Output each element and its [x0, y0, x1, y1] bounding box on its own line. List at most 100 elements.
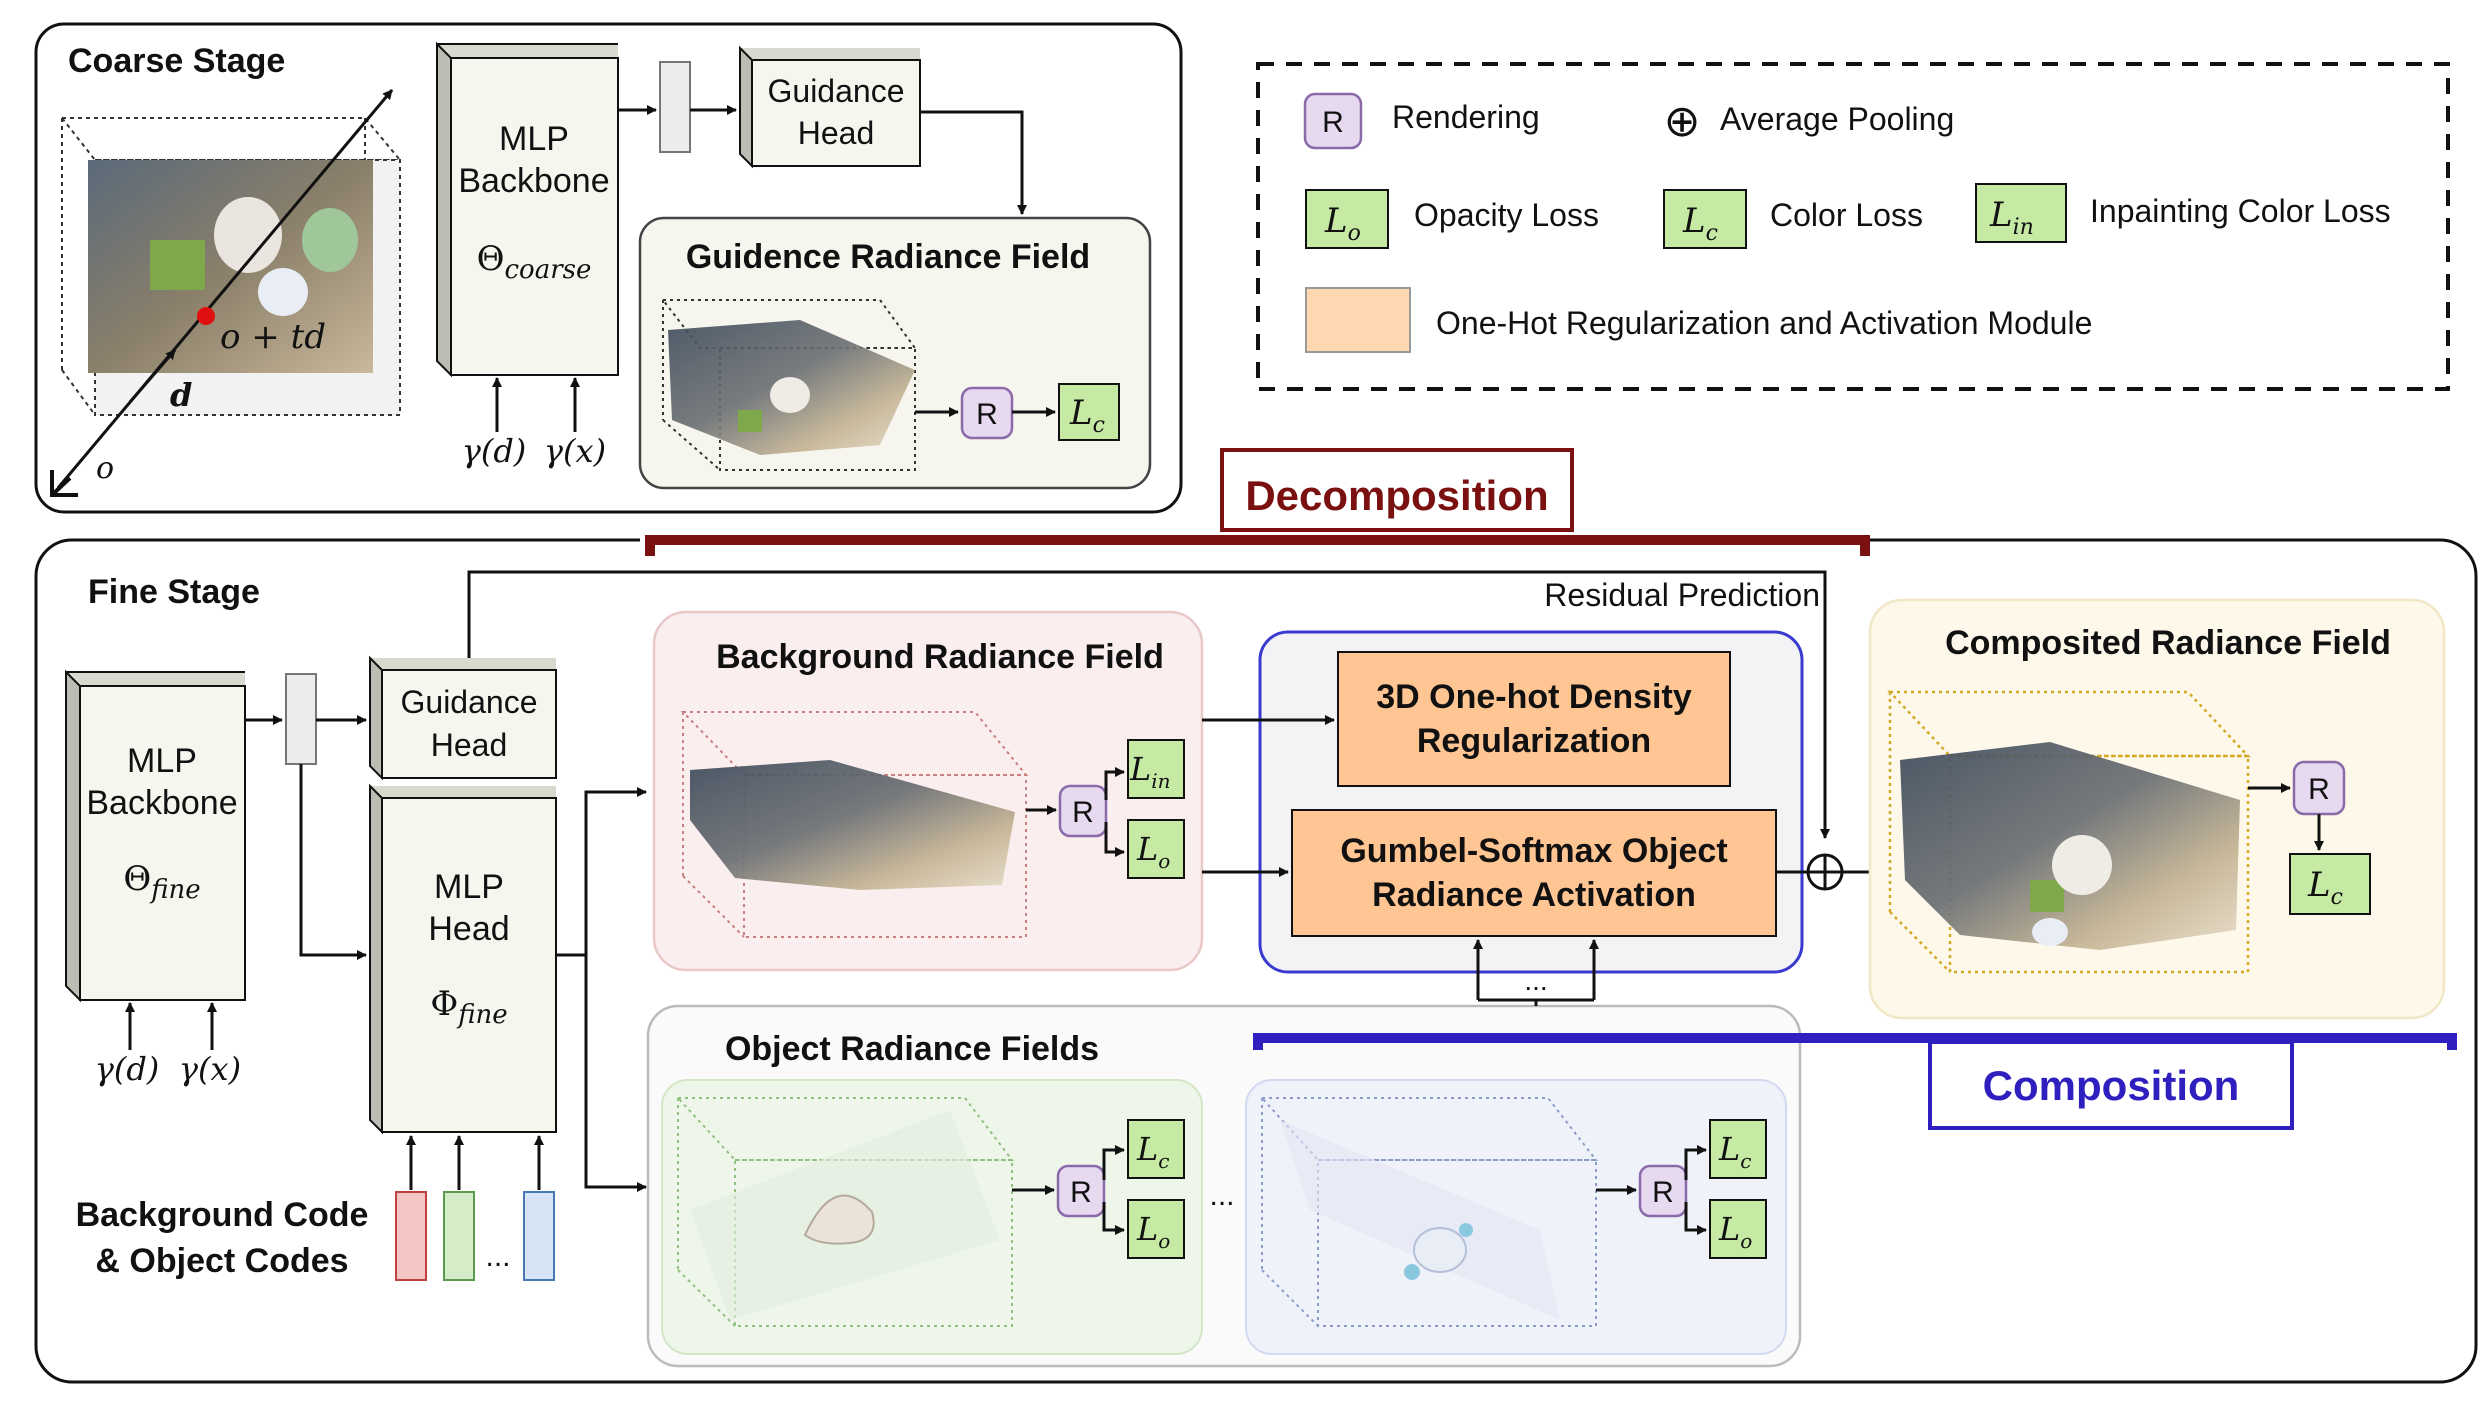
coarse-feature-vector: [659, 61, 691, 153]
codes-label-2: & Object Codes: [95, 1242, 348, 1280]
coarse-mlp-backbone: MLP Backbone Θcoarse γ(d) γ(x): [436, 41, 619, 470]
obj1-color-loss-label: Lc: [1136, 1130, 1169, 1173]
fine-mlp-backbone: MLP Backbone Θfine γ(d) γ(x): [65, 669, 246, 1088]
onehot-density-box: [1337, 651, 1731, 787]
composited-radiance-field: Composited Radiance Field R Lc: [1868, 598, 2446, 1020]
object-field-n: R Lc Lo: [1245, 1079, 1787, 1355]
fine-mlp-head: MLP Head Φfine: [369, 783, 557, 1135]
obj1-opacity-loss-label: Lo: [1136, 1210, 1170, 1253]
coarse-render-symbol: R: [976, 398, 998, 431]
object-radiance-fields: Object Radiance Fields R Lc Lo ...: [646, 1004, 1802, 1368]
scene-box: [59, 117, 403, 416]
coarse-color-loss: [1058, 383, 1120, 441]
bg-opacity-loss: [1127, 819, 1185, 879]
legend-onehot-label: One-Hot Regularization and Activation Mo…: [1436, 305, 2092, 341]
object-fields-title: Object Radiance Fields: [725, 1030, 1099, 1068]
coarse-gamma-d: γ(d): [462, 432, 527, 470]
obj1-render-node: [1056, 1164, 1106, 1218]
legend-onehot-module: One-Hot Regularization and Activation Mo…: [1305, 287, 2092, 353]
average-pooling-icon: ⊕: [1664, 97, 1701, 146]
legend-color-loss: Lc Color Loss: [1663, 189, 1923, 249]
objn-color-loss: [1709, 1119, 1767, 1179]
residual-prediction-label: Residual Prediction: [1544, 577, 1820, 613]
guidance-field-title: Guidence Radiance Field: [686, 238, 1090, 276]
fine-guidance-head: Guidance Head: [369, 655, 557, 781]
gumbel-label-2: Radiance Activation: [1372, 876, 1696, 914]
fine-theta: Θfine: [123, 859, 200, 905]
legend-inpainting-loss: Lin Inpainting Color Loss: [1975, 183, 2391, 243]
objects-ellipsis: ...: [1209, 1179, 1234, 1212]
gumbel-label-1: Gumbel-Softmax Object: [1340, 832, 1727, 870]
composition-bracket: Composition: [1253, 1033, 2457, 1130]
bg-render-symbol: R: [1072, 796, 1094, 829]
obj1-opacity-loss: [1127, 1199, 1185, 1259]
objn-color-loss-label: Lc: [1718, 1130, 1751, 1173]
legend-box: R Rendering ⊕ Average Pooling Lo Opacity…: [1256, 62, 2450, 391]
bg-render-node: [1058, 784, 1108, 838]
average-pooling-node: [1806, 853, 1844, 891]
fine-feature-vector: [285, 673, 317, 765]
obj1-color-loss: [1127, 1119, 1185, 1179]
legend-render-label: Rendering: [1392, 99, 1540, 135]
camera-icon: [50, 470, 78, 497]
composited-field-title: Composited Radiance Field: [1945, 624, 2391, 662]
onehot-label-1: 3D One-hot Density: [1376, 678, 1692, 716]
legend-rendering: R Rendering: [1303, 92, 1540, 150]
fine-guidance-label-1: Guidance: [401, 684, 538, 720]
coarse-stage-title: Coarse Stage: [68, 42, 285, 80]
coarse-stage-panel: Coarse Stage o + td d o: [34, 22, 1183, 514]
codes-ellipsis: ...: [485, 1240, 510, 1273]
comp-render-symbol: R: [2308, 773, 2330, 806]
obj1-render-symbol: R: [1070, 1176, 1092, 1209]
camera-ray: o + td d o: [50, 89, 394, 497]
object-code-1: [443, 1191, 475, 1281]
bg-opacity-loss-label: Lo: [1136, 830, 1170, 873]
background-radiance-field: Background Radiance Field R Lin Lo: [652, 610, 1204, 972]
fine-mlp-label-1: MLP: [127, 742, 197, 780]
origin-label: o: [96, 451, 114, 486]
legend-color-symbol: Lc: [1682, 201, 1718, 246]
background-code: [395, 1191, 427, 1281]
composition-label: Composition: [1983, 1062, 2240, 1109]
legend-opacity-label: Opacity Loss: [1414, 197, 1599, 233]
guidance-radiance-field: Guidence Radiance Field R Lc: [638, 216, 1152, 490]
coarse-guidance-label-1: Guidance: [768, 73, 905, 109]
fine-head-label-1: MLP: [434, 868, 504, 906]
coarse-guidance-label-2: Head: [798, 115, 875, 151]
fine-stage-title: Fine Stage: [88, 573, 260, 611]
sample-point: [197, 307, 215, 325]
comp-color-loss: [2289, 853, 2371, 915]
legend-inpaint-label: Inpainting Color Loss: [2090, 193, 2391, 229]
legend-inpaint-symbol: Lin: [1989, 195, 2034, 240]
coarse-theta: Θcoarse: [477, 239, 592, 285]
onehot-label-2: Regularization: [1417, 722, 1651, 760]
legend-pooling-label: Average Pooling: [1720, 101, 1954, 137]
coarse-guidance-head: Guidance Head: [739, 45, 921, 169]
objn-opacity-loss-label: Lo: [1718, 1210, 1752, 1253]
fine-head-label-2: Head: [428, 910, 509, 948]
comp-color-loss-label: Lc: [2307, 865, 2343, 910]
onehot-module: 3D One-hot Density Regularization Gumbel…: [1258, 630, 1804, 974]
object-code-n: [523, 1191, 555, 1281]
fine-phi: Φfine: [430, 984, 507, 1030]
fine-guidance-label-2: Head: [431, 727, 508, 763]
legend-render-symbol: R: [1322, 106, 1344, 139]
legend-color-label: Color Loss: [1770, 197, 1923, 233]
bg-inpainting-loss-label: Lin: [1129, 750, 1171, 793]
codes-label-1: Background Code: [76, 1196, 369, 1234]
coarse-mlp-label-2: Backbone: [458, 162, 609, 200]
fine-gamma-d: γ(d): [95, 1050, 160, 1088]
legend-opacity-symbol: Lo: [1324, 201, 1361, 246]
decomposition-label: Decomposition: [1245, 472, 1548, 519]
objn-opacity-loss: [1709, 1199, 1767, 1259]
fine-stage-panel: Fine Stage MLP Backbone Θfine γ(d) γ(x) …: [34, 535, 2478, 1384]
objn-render-node: [1638, 1164, 1688, 1218]
legend-opacity-loss: Lo Opacity Loss: [1305, 189, 1599, 249]
fine-gamma-x: γ(x): [179, 1050, 241, 1088]
latent-codes: ... Background Code & Object Codes: [76, 1135, 555, 1281]
gumbel-softmax-box: [1291, 809, 1777, 937]
coarse-mlp-label-1: MLP: [499, 120, 569, 158]
coarse-color-loss-label: Lc: [1069, 393, 1105, 438]
objn-render-symbol: R: [1652, 1176, 1674, 1209]
